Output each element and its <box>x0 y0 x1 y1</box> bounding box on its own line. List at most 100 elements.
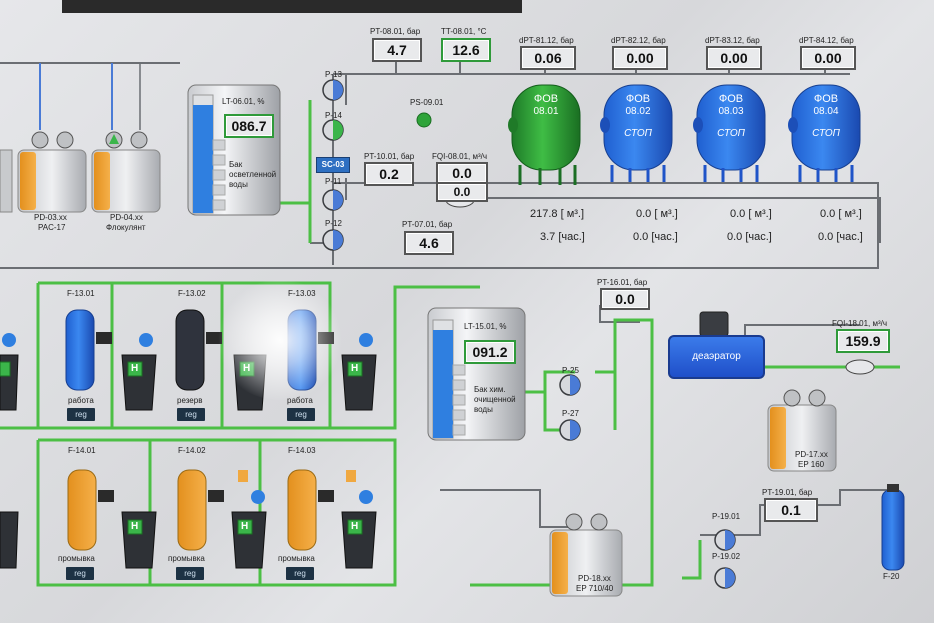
pump-p27[interactable] <box>558 420 584 440</box>
fov-08-02-hours: 0.0 [час.] <box>633 231 678 243</box>
fov-08-03-hours: 0.0 [час.] <box>727 231 772 243</box>
pt-19-01-value: 0.1 <box>781 502 801 518</box>
fov-state: СТОП <box>717 128 745 139</box>
filter-f13-03-state: работа <box>287 396 313 405</box>
fqi-18-01-value-box[interactable]: 159.9 <box>836 329 890 353</box>
filter-f13-01-reg[interactable]: reg <box>67 408 95 421</box>
fov-num: 08.02 <box>625 106 651 117</box>
filter-f20-label: F-20 <box>883 572 900 581</box>
fov-state: СТОП <box>812 128 840 139</box>
fov-name: ФОВ <box>813 93 839 105</box>
filter-f13-03-reg[interactable]: reg <box>287 408 315 421</box>
filter-f14-01-reg[interactable]: reg <box>66 567 94 580</box>
pump-p19-02-label: P-19.02 <box>712 552 741 561</box>
filter-f14-02-id: F-14.02 <box>178 446 206 455</box>
filter-f14-02-reg[interactable]: reg <box>176 567 204 580</box>
pump-p19-01-label: P-19.01 <box>712 512 741 521</box>
filter-f13-01-id: F-13.01 <box>67 289 95 298</box>
ps-09-01-indicator[interactable] <box>416 112 432 128</box>
brine-letter: Н <box>351 521 359 532</box>
filter-f14-03-reg[interactable]: reg <box>286 567 314 580</box>
tt-08-01-value-box[interactable]: 12.6 <box>441 38 491 62</box>
lt-06-01-label: LT-06.01, % <box>222 97 265 106</box>
dpt-81-12-value-box[interactable]: 0.06 <box>520 46 576 70</box>
filter-f14-03-state: промывка <box>278 554 315 563</box>
sc-03-button[interactable]: SC-03 <box>316 157 350 173</box>
pump-p14[interactable] <box>318 122 348 142</box>
fov-08-02-vessel[interactable]: ФОВ 08.02 СТОП <box>604 85 672 170</box>
dpt-83-12-value-box[interactable]: 0.00 <box>706 46 762 70</box>
pt-07-01-value-box[interactable]: 4.6 <box>404 231 454 255</box>
pt-19-01-label: PT-19.01, бар <box>762 488 813 497</box>
tt-08-01-value: 12.6 <box>452 42 480 58</box>
filter-f13-02-id: F-13.02 <box>178 289 206 298</box>
pump-p27-label: P-27 <box>562 409 579 418</box>
pt-16-01-value-box[interactable]: 0.0 <box>600 288 650 310</box>
dpt-83-12-value: 0.00 <box>720 50 748 66</box>
ps-09-01-label: PS-09.01 <box>410 98 444 107</box>
pt-07-01-value: 4.6 <box>419 235 439 251</box>
dpt-81-12-value: 0.06 <box>534 50 562 66</box>
pd-03-label: PD-03.xx <box>34 213 67 222</box>
lt-15-01-value-box[interactable]: 091.2 <box>464 340 516 364</box>
fov-08-04-vessel[interactable]: ФОВ 08.04 СТОП <box>792 85 860 170</box>
fov-08-04-volume: 0.0 [ м³.] <box>820 208 862 220</box>
pump-p13[interactable] <box>318 82 348 102</box>
pt-07-01-label: PT-07.01, бар <box>402 220 453 229</box>
dpt-84-12-label: dPT-84.12, бар <box>799 36 854 45</box>
filter-f13-02-reg[interactable]: reg <box>177 408 205 421</box>
lt-06-01-value-box[interactable]: 086.7 <box>224 114 274 138</box>
fov-state: СТОП <box>624 128 652 139</box>
pt-10-01-label: PT-10.01, бар <box>364 152 415 161</box>
pump-p19-02[interactable] <box>713 568 739 588</box>
pump-p19-01[interactable] <box>713 530 739 550</box>
filter-f13-03-id: F-13.03 <box>288 289 316 298</box>
fov-08-03-volume: 0.0 [ м³.] <box>730 208 772 220</box>
fov-num: 08.01 <box>533 106 559 117</box>
tt-08-01-label: TT-08.01, °C <box>441 27 487 36</box>
dpt-82-12-label: dPT-82.12, бар <box>611 36 666 45</box>
pt-16-01-value: 0.0 <box>615 291 635 307</box>
pump-p11-label: P-11 <box>325 177 342 186</box>
filter-f13-01-state: работа <box>68 396 94 405</box>
dpt-84-12-value-box[interactable]: 0.00 <box>800 46 856 70</box>
brine-letter: Н <box>131 363 139 374</box>
lt-06-01-value: 086.7 <box>231 118 267 134</box>
pump-p13-label: P-13 <box>325 70 342 79</box>
tank-06-name: Бак осветленной воды <box>229 160 277 189</box>
dpt-81-12-label: dPT-81.12, бар <box>519 36 574 45</box>
pump-p25[interactable] <box>558 375 584 395</box>
pump-p14-label: P-14 <box>325 111 342 120</box>
filter-f14-01-id: F-14.01 <box>68 446 96 455</box>
filter-f20[interactable] <box>880 484 906 572</box>
fov-08-04-hours: 0.0 [час.] <box>818 231 863 243</box>
fov-num: 08.04 <box>813 106 839 117</box>
pump-p12[interactable] <box>318 230 348 250</box>
pt-19-01-value-box[interactable]: 0.1 <box>764 498 818 522</box>
dpt-82-12-value-box[interactable]: 0.00 <box>612 46 668 70</box>
pt-10-01-value: 0.2 <box>379 166 399 182</box>
fov-08-01-hours: 3.7 [час.] <box>540 231 585 243</box>
filter-f14-01-state: промывка <box>58 554 95 563</box>
pt-10-01-value-box[interactable]: 0.2 <box>364 162 414 186</box>
pd-17-label: PD-17.xx <box>795 450 828 459</box>
tank-15-name: Бак хим. очищенной воды <box>474 385 516 414</box>
fov-08-02-volume: 0.0 [ м³.] <box>636 208 678 220</box>
pump-p25-label: P-25 <box>562 366 579 375</box>
pt-08-01-value-box[interactable]: 4.7 <box>372 38 422 62</box>
fov-08-03-vessel[interactable]: ФОВ 08.03 СТОП <box>697 85 765 170</box>
fov-08-01-vessel[interactable]: ФОВ 08.01 <box>512 85 580 170</box>
dpt-82-12-value: 0.00 <box>626 50 654 66</box>
fqi-18-01-value: 159.9 <box>845 333 881 349</box>
fqi-08-01-total-box[interactable]: 0.0 <box>436 182 488 202</box>
filter-f13-02-state: резерв <box>177 396 203 405</box>
fqi-08-01-value: 0.0 <box>452 165 472 181</box>
pump-p11[interactable] <box>318 190 348 210</box>
fqi-08-01-total: 0.0 <box>453 185 471 199</box>
pt-08-01-label: PT-08.01, бар <box>370 27 421 36</box>
deaerator[interactable]: деаэратор <box>668 335 765 379</box>
fqi-08-01-value-box[interactable]: 0.0 <box>436 162 488 184</box>
pump-p12-label: P-12 <box>325 219 342 228</box>
